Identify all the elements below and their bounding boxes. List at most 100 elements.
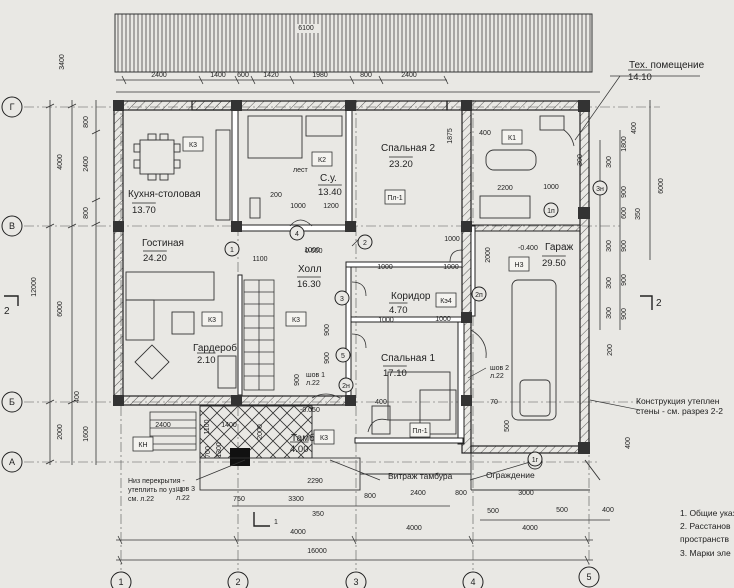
tag-box (285, 311, 307, 327)
dim-inner: 1875 (447, 128, 454, 144)
dim-right: 400 (625, 437, 632, 449)
note-wall-1: Конструкция утеплен (636, 396, 720, 406)
marker-label: 4 (295, 231, 299, 238)
note-seam3-1: шов 3 (176, 486, 195, 493)
room-name-kitchen: Кухня-столовая (128, 189, 201, 200)
door-swings (289, 129, 575, 433)
marker-label: 2п (475, 292, 483, 299)
dim-bottom: 500 (556, 507, 568, 514)
dimension-lines (45, 75, 651, 565)
room-area-vestibule: 4.00 (290, 444, 309, 455)
dim-right: 6000 (658, 178, 665, 194)
dim-bottom: 2400 (410, 490, 426, 497)
dim-inner: 500 (504, 420, 511, 432)
footnote-4: 3. Марки эле (680, 548, 731, 558)
note-seam3-2: л.22 (176, 495, 190, 502)
chimney (230, 448, 250, 466)
dim-right: 600 (621, 207, 628, 219)
marker-label: 1 (230, 247, 234, 254)
dim-right: 900 (621, 240, 628, 252)
tag-box (132, 436, 154, 452)
dim-inner: 1100 (252, 256, 267, 263)
note-wall-2: стены - см. разрез 2-2 (636, 406, 723, 416)
tag-label: К3 (320, 435, 328, 442)
dim-left: 2400 (83, 156, 90, 172)
dim-right: 200 (607, 344, 614, 356)
room-area-corridor: 4.70 (389, 305, 408, 316)
dim-inner: 1000 (444, 236, 460, 243)
dim-bottom: 16000 (307, 548, 327, 555)
dim-inner: 1000 (377, 264, 393, 271)
note-seam2-1: шов 2 (490, 365, 509, 372)
axis-label-row: Б (9, 397, 15, 407)
marker-label: 2 (363, 240, 367, 247)
dim-right: 900 (621, 274, 628, 286)
room-area-tech: 14.10 (628, 72, 652, 83)
dim-inner: 1300 (216, 442, 223, 458)
dim-inner: 70 (490, 399, 498, 406)
dim-inner: 2290 (307, 478, 323, 485)
dim-inner: 1000 (378, 317, 394, 324)
dim-inner: 2000 (485, 247, 492, 263)
dim-right: 400 (631, 122, 638, 134)
dim-bottom: 800 (455, 490, 467, 497)
tag-box (508, 256, 530, 272)
dim-inner: 1000 (543, 184, 559, 191)
dim-bottom: 750 (233, 496, 245, 503)
note-lintel-2: утеплить по уз. 1 (128, 487, 183, 494)
tag-label: К3 (208, 317, 216, 324)
dim-left: 12000 (31, 277, 38, 297)
dim-top-misc: 6100 (298, 25, 314, 32)
footnote-2: 2. Расстанов (680, 521, 731, 531)
dim-left: 800 (83, 116, 90, 128)
porch-outline (199, 453, 601, 491)
dim-bottom: 4000 (522, 525, 538, 532)
room-name-tech: Тех. помещение (629, 60, 705, 71)
axis-bubble-row (1, 451, 23, 473)
tag-label: К2 (318, 157, 326, 164)
dim-bottom: 4000 (290, 529, 306, 536)
marker-label: 1п (547, 208, 555, 215)
notes: Витраж тамбура Ограждение Низ перекрытия… (4, 167, 734, 558)
dim-inner: 700 (205, 446, 212, 458)
dim-inner: 1000 (304, 247, 320, 254)
dim-bottom: 500 (487, 508, 499, 515)
room-area-wardrobe: 2.10 (197, 355, 216, 366)
dim-inner: 200 (270, 192, 282, 199)
dim-left: 6000 (57, 301, 64, 317)
marker-label: 3н (596, 186, 604, 193)
tag-label: КН (138, 442, 147, 449)
axis-bubble-row (1, 391, 23, 413)
dim-left: 800 (83, 207, 90, 219)
tag-box (311, 151, 333, 167)
marker-circle (527, 451, 543, 467)
dim-right: 300 (606, 277, 613, 289)
dim-top: 800 (360, 72, 372, 79)
tag-box (384, 189, 406, 205)
room-area-bedroom1: 17.10 (383, 368, 407, 379)
dim-top: 1420 (263, 72, 279, 79)
tag-box (501, 129, 523, 145)
marker-label: 5 (341, 353, 345, 360)
dim-inner: 1000 (290, 203, 306, 210)
dim-inner: 300 (577, 154, 584, 166)
level-m0050: -0.050 (300, 407, 320, 414)
furniture (125, 115, 565, 435)
axis-bubble-col (462, 571, 484, 588)
dim-right: 300 (606, 307, 613, 319)
dim-inner: 1400 (221, 422, 237, 429)
dim-inner: 2000 (257, 424, 264, 440)
dim-bottom: 400 (602, 507, 614, 514)
room-name-garage: Гараж (545, 242, 574, 253)
dim-bottom: 3000 (518, 490, 534, 497)
dim-left: 2000 (57, 424, 64, 440)
dim-right: 900 (621, 186, 628, 198)
tag-box (182, 136, 204, 152)
room-area-garage: 29.50 (542, 258, 566, 269)
axis-label-col: 3 (353, 577, 358, 587)
section-marks (4, 295, 653, 527)
tag-box (201, 311, 223, 327)
note-seam2-2: л.22 (490, 373, 504, 380)
marker-label: 2н (342, 383, 350, 390)
